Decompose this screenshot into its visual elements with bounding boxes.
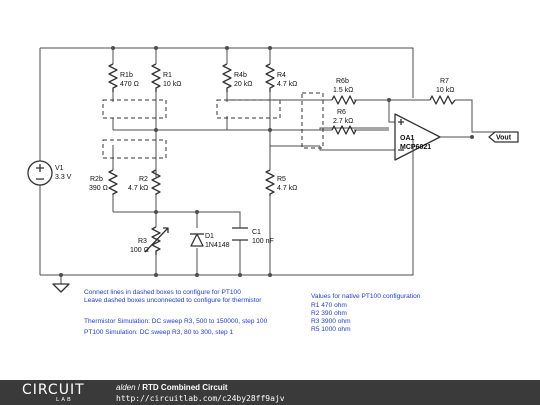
junction-dots [59, 46, 474, 277]
value-r3: R3 3900 ohm [311, 318, 351, 325]
r7-name: R7 [440, 78, 449, 85]
circuit-url[interactable]: http://circuitlab.com/c24by28ff9ajv [116, 394, 285, 403]
r6b-name: R6b [336, 78, 349, 85]
r7-wire [389, 99, 495, 133]
r1b-symbol [108, 63, 118, 92]
author-line: alden / RTD Combined Circuit [116, 383, 228, 392]
opamp-plus-wire [388, 116, 395, 123]
r4-name: R4 [277, 72, 286, 79]
r2b-symbol [108, 169, 118, 195]
circuitlab-logo: CIRCUIT [22, 382, 85, 398]
r3-symbol [144, 226, 169, 255]
footer-bar: CIRCUIT LAB alden / RTD Combined Circuit… [0, 380, 540, 405]
r3-name: R3 [138, 238, 147, 245]
v1-symbol [27, 160, 53, 186]
r1b-value: 470 Ω [120, 81, 139, 88]
r3-value: 100 Ω [130, 247, 149, 254]
circuit-schematic: Vout R1b 470 Ω R1 10 kΩ R4b 20 kΩ R4 4.7… [27, 46, 519, 293]
value-r2: R2 390 ohm [311, 310, 347, 317]
v1-name: V1 [55, 165, 64, 172]
value-r5: R5 1000 ohm [311, 326, 351, 333]
circuit-title: RTD Combined Circuit [142, 383, 228, 392]
r2-symbol [151, 169, 161, 195]
vout-tag: Vout [488, 131, 519, 143]
r5-name: R5 [277, 176, 286, 183]
opamp-minus-wire [319, 146, 395, 151]
sim-pt100-note: PT100 Simulation: DC sweep R3, 80 to 300… [84, 329, 234, 336]
c1-value: 100 nF [252, 238, 274, 245]
r1-value: 10 kΩ [163, 81, 181, 88]
oa1-symbol [394, 113, 441, 161]
r6-symbol [331, 125, 357, 135]
r1-symbol [151, 63, 161, 92]
r7-symbol [429, 95, 456, 105]
r7-value: 10 kΩ [436, 87, 454, 94]
circuitlab-logo-sub: LAB [56, 397, 73, 403]
dashed-box-r6b [301, 92, 324, 149]
r4-symbol [265, 63, 275, 92]
values-title: Values for native PT100 configuration [311, 293, 421, 300]
r4b-name: R4b [234, 72, 247, 79]
value-r1: R1 470 ohm [311, 302, 347, 309]
r6b-value: 1.5 kΩ [333, 87, 353, 94]
r4b-symbol [222, 63, 232, 92]
v1-value: 3.3 V [55, 174, 72, 181]
ground-symbol [52, 275, 70, 293]
dashed-note-1: Connect lines in dashed boxes to configu… [84, 289, 241, 296]
lower-node-wire [113, 211, 241, 228]
r4-value: 4.7 kΩ [277, 81, 297, 88]
r6b-symbol [331, 95, 357, 105]
sim-thermistor-note: Thermistor Simulation: DC sweep R3, 500 … [84, 318, 268, 325]
oa1-name: OA1 [400, 135, 415, 142]
r5-symbol [265, 169, 275, 196]
oa1-value: MCP6021 [400, 144, 431, 151]
title-separator: / [135, 383, 143, 392]
r5-value: 4.7 kΩ [277, 185, 297, 192]
vout-label: Vout [496, 135, 512, 142]
c1-name: C1 [252, 229, 261, 236]
d1-value: 1N4148 [205, 242, 230, 249]
dashed-box-r1b [102, 99, 167, 119]
author-name[interactable]: alden [116, 383, 136, 392]
r2b-name: R2b [90, 176, 103, 183]
r2-name: R2 [139, 176, 148, 183]
dashed-box-r2b [102, 139, 167, 159]
r1-name: R1 [163, 72, 172, 79]
top-rail-wire [40, 47, 414, 98]
r6-value: 2.7 kΩ [333, 118, 353, 125]
r6-name: R6 [337, 109, 346, 116]
bottom-rail-wire [40, 140, 414, 276]
c1-symbol [232, 227, 248, 241]
r2b-value: 390 Ω [89, 185, 108, 192]
r1b-name: R1b [120, 72, 133, 79]
dashed-box-r4b [216, 99, 281, 119]
d1-symbol [190, 233, 204, 247]
dashed-note-2: Leave dashed boxes unconnected to config… [84, 297, 262, 304]
d1-name: D1 [205, 233, 214, 240]
r2-value: 4.7 kΩ [128, 185, 148, 192]
r4b-value: 20 kΩ [234, 81, 252, 88]
